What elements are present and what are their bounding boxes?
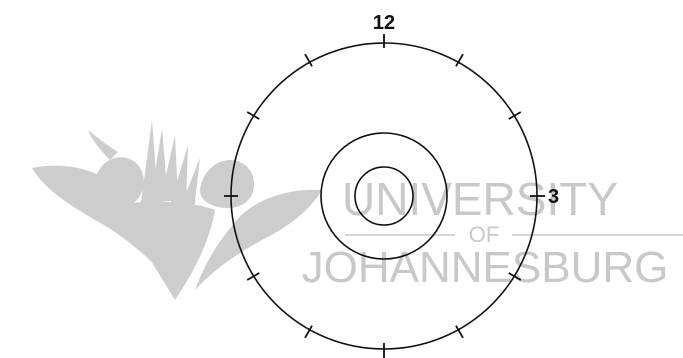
watermark-line-1: UNIVERSITY — [342, 173, 618, 225]
watermark: UNIVERSITY OF JOHANNESBURG — [32, 120, 683, 300]
label-3: 3 — [548, 186, 559, 208]
university-logo — [32, 120, 322, 300]
label-12: 12 — [373, 12, 395, 34]
watermark-line-3: JOHANNESBURG — [302, 243, 669, 292]
